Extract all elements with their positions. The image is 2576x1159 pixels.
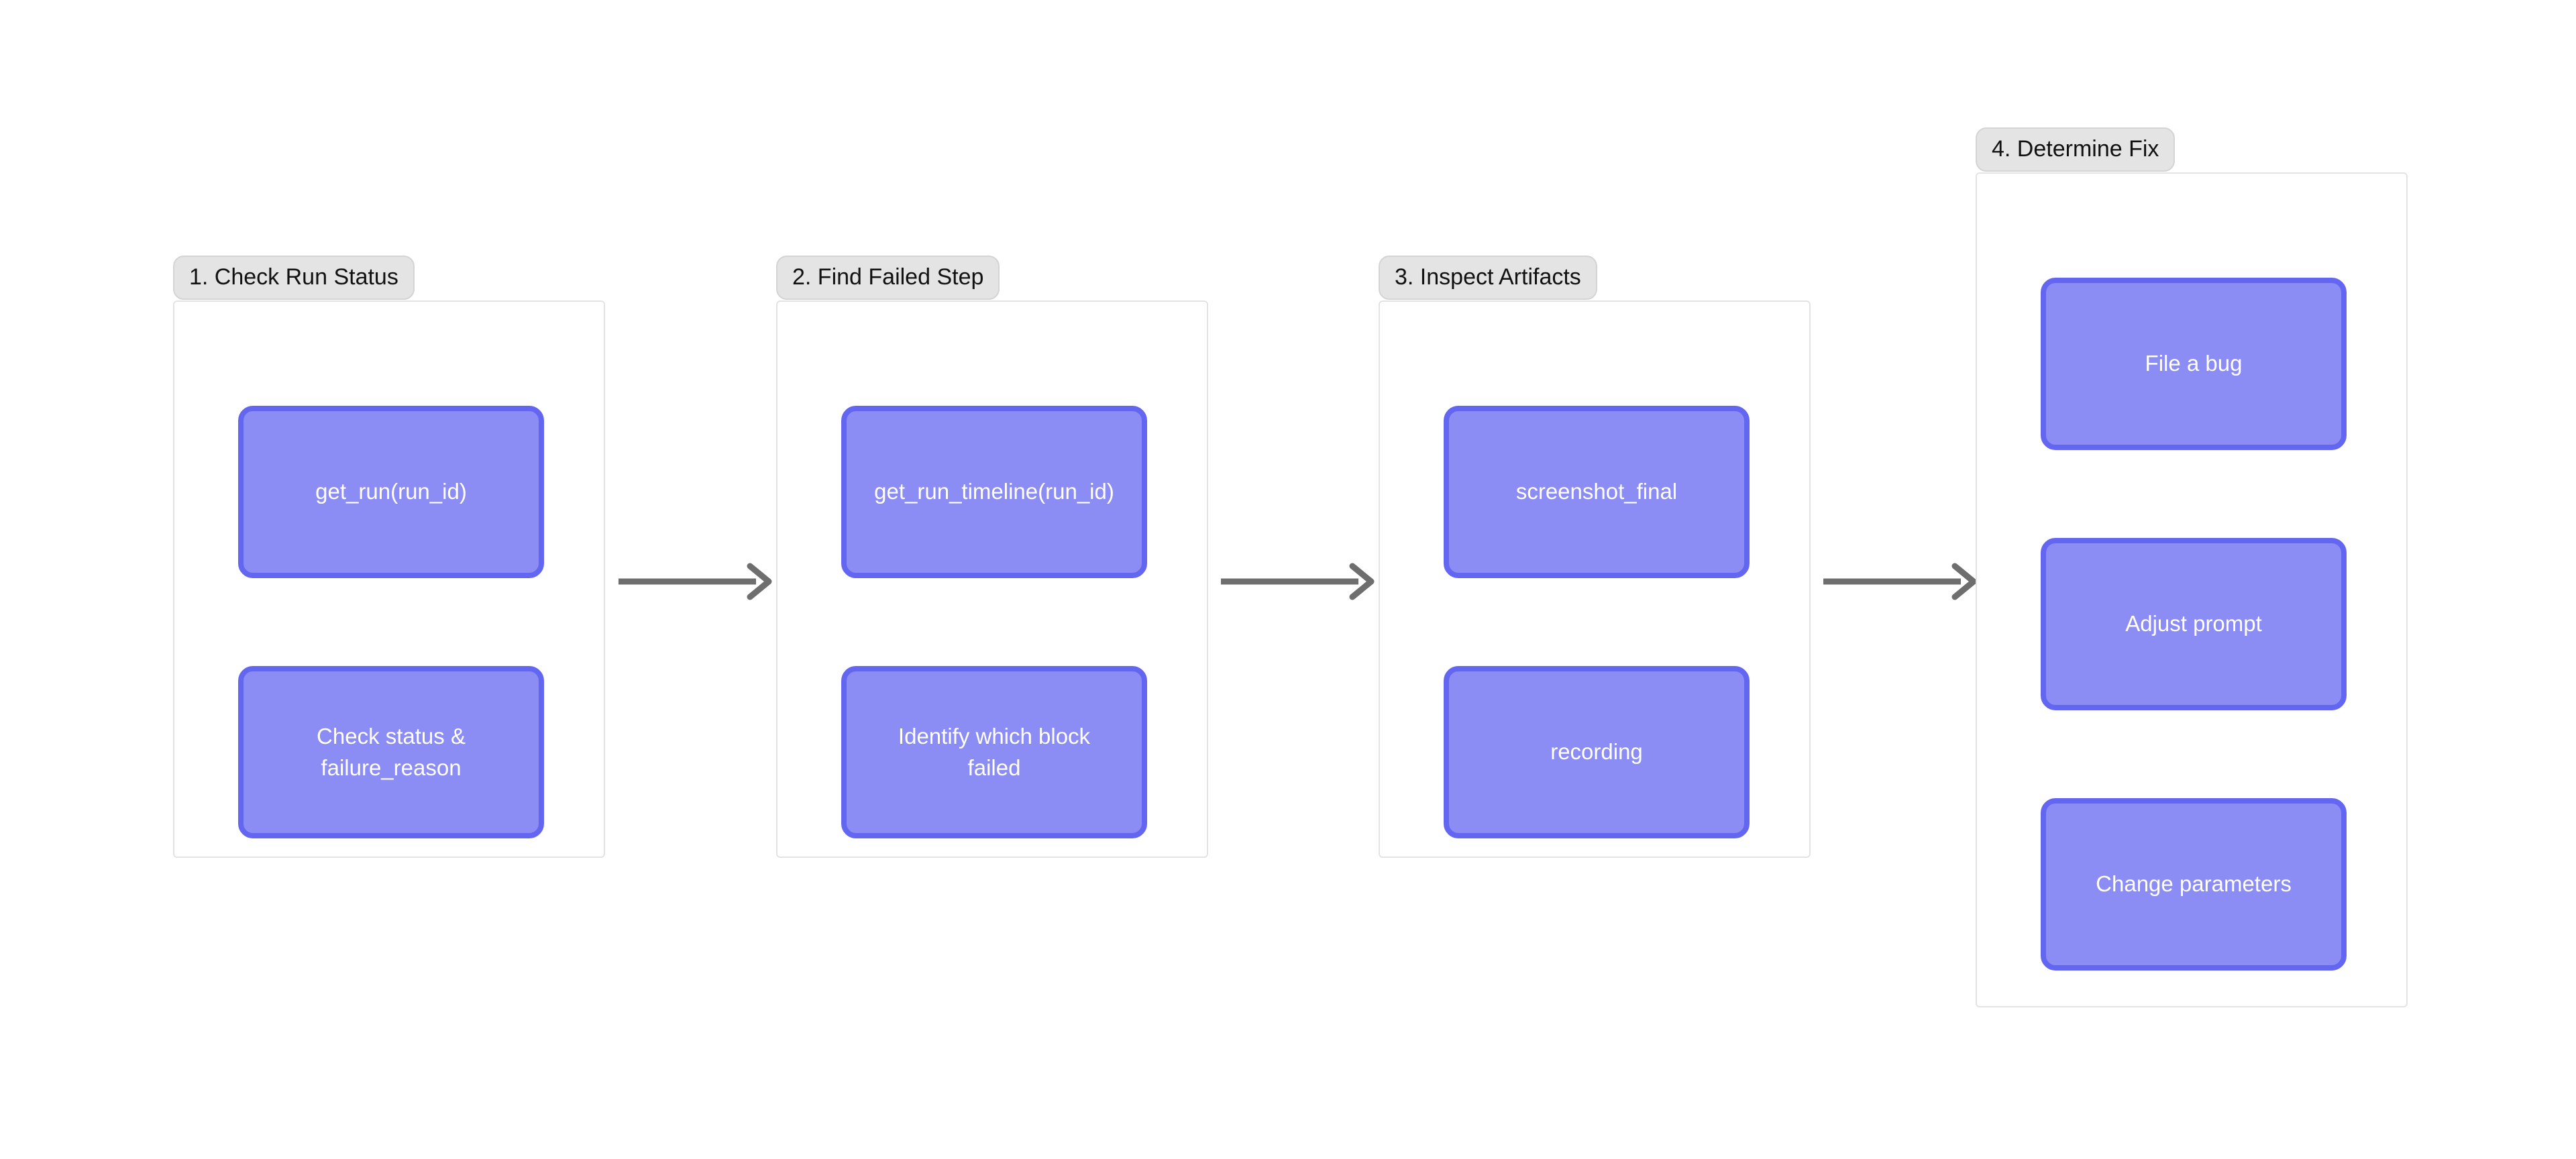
group-body-1: get_run(run_id) Check status & failure_r… <box>173 300 605 858</box>
group-body-4: File a bug Adjust prompt Change paramete… <box>1976 172 2408 1007</box>
connector-arrow-2 <box>1221 558 1375 605</box>
connector-arrow-3 <box>1823 558 1978 605</box>
node-recording[interactable]: recording <box>1444 666 1750 838</box>
node-label: File a bug <box>2145 351 2243 376</box>
node-label: Adjust prompt <box>2125 611 2262 637</box>
group-body-2: get_run_timeline(run_id) Identify which … <box>776 300 1208 858</box>
node-label: get_run(run_id) <box>315 479 467 504</box>
node-check-status-failure-reason[interactable]: Check status & failure_reason <box>238 666 544 838</box>
node-get-run-timeline[interactable]: get_run_timeline(run_id) <box>841 406 1147 578</box>
node-change-parameters[interactable]: Change parameters <box>2041 798 2347 971</box>
group-label-2: 2. Find Failed Step <box>776 256 1000 300</box>
group-label-3: 3. Inspect Artifacts <box>1379 256 1597 300</box>
group-inspect-artifacts: 3. Inspect Artifacts screenshot_final re… <box>1379 256 1811 859</box>
node-label: recording <box>1550 739 1643 765</box>
group-find-failed-step: 2. Find Failed Step get_run_timeline(run… <box>776 256 1208 859</box>
node-get-run[interactable]: get_run(run_id) <box>238 406 544 578</box>
node-label: get_run_timeline(run_id) <box>874 479 1114 504</box>
group-label-1: 1. Check Run Status <box>173 256 415 300</box>
connector-arrow-1 <box>619 558 773 605</box>
node-label: screenshot_final <box>1515 479 1678 504</box>
node-label: Change parameters <box>2096 871 2292 897</box>
node-label: Identify which block failed <box>898 723 1091 780</box>
node-file-a-bug[interactable]: File a bug <box>2041 278 2347 450</box>
group-body-3: screenshot_final recording <box>1379 300 1811 858</box>
node-identify-which-block-failed[interactable]: Identify which block failed <box>841 666 1147 838</box>
node-label: Check status & failure_reason <box>317 723 466 780</box>
group-label-4: 4. Determine Fix <box>1976 127 2176 172</box>
node-adjust-prompt[interactable]: Adjust prompt <box>2041 538 2347 710</box>
group-check-run-status: 1. Check Run Status get_run(run_id) Chec… <box>173 256 605 859</box>
group-determine-fix: 4. Determine Fix File a bug Adjust promp… <box>1976 127 2408 1010</box>
node-screenshot-final[interactable]: screenshot_final <box>1444 406 1750 578</box>
